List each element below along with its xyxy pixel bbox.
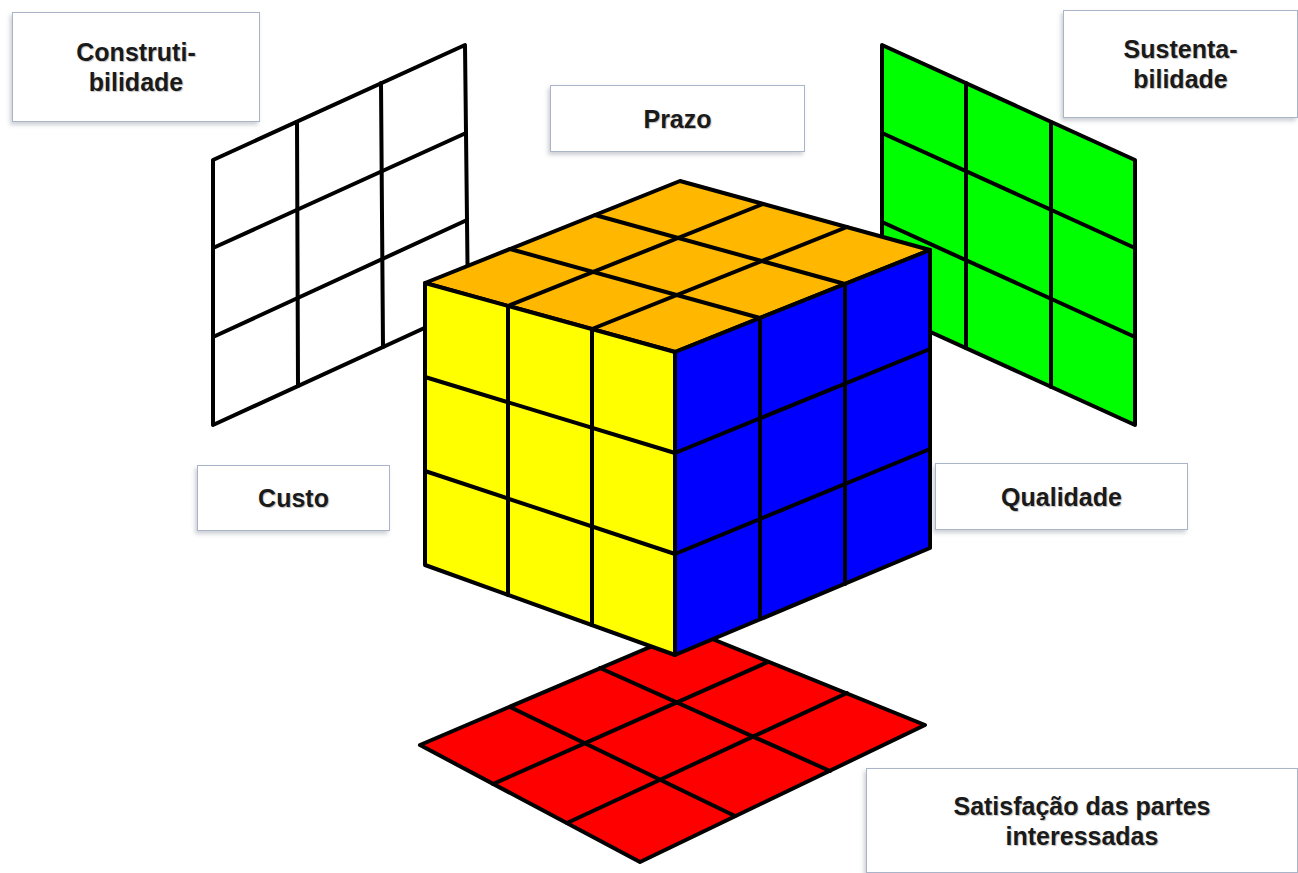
cube-left-face [425, 283, 675, 655]
label-box: Construti- bilidade [12, 12, 260, 122]
label-box: Custo [197, 465, 390, 531]
label-text: Qualidade [1001, 482, 1122, 512]
cube-right-face [675, 250, 930, 655]
label-box: Satisfação das partes interessadas [866, 768, 1298, 873]
label-text: Prazo [643, 104, 711, 134]
label-text: Custo [258, 483, 329, 513]
label-text: Construti- bilidade [76, 37, 195, 97]
label-box: Sustenta- bilidade [1063, 10, 1298, 118]
label-text: Satisfação das partes interessadas [912, 791, 1252, 851]
label-box: Prazo [550, 85, 805, 152]
red-panel [420, 630, 925, 862]
label-box: Qualidade [935, 463, 1188, 530]
label-text: Sustenta- bilidade [1124, 34, 1238, 94]
